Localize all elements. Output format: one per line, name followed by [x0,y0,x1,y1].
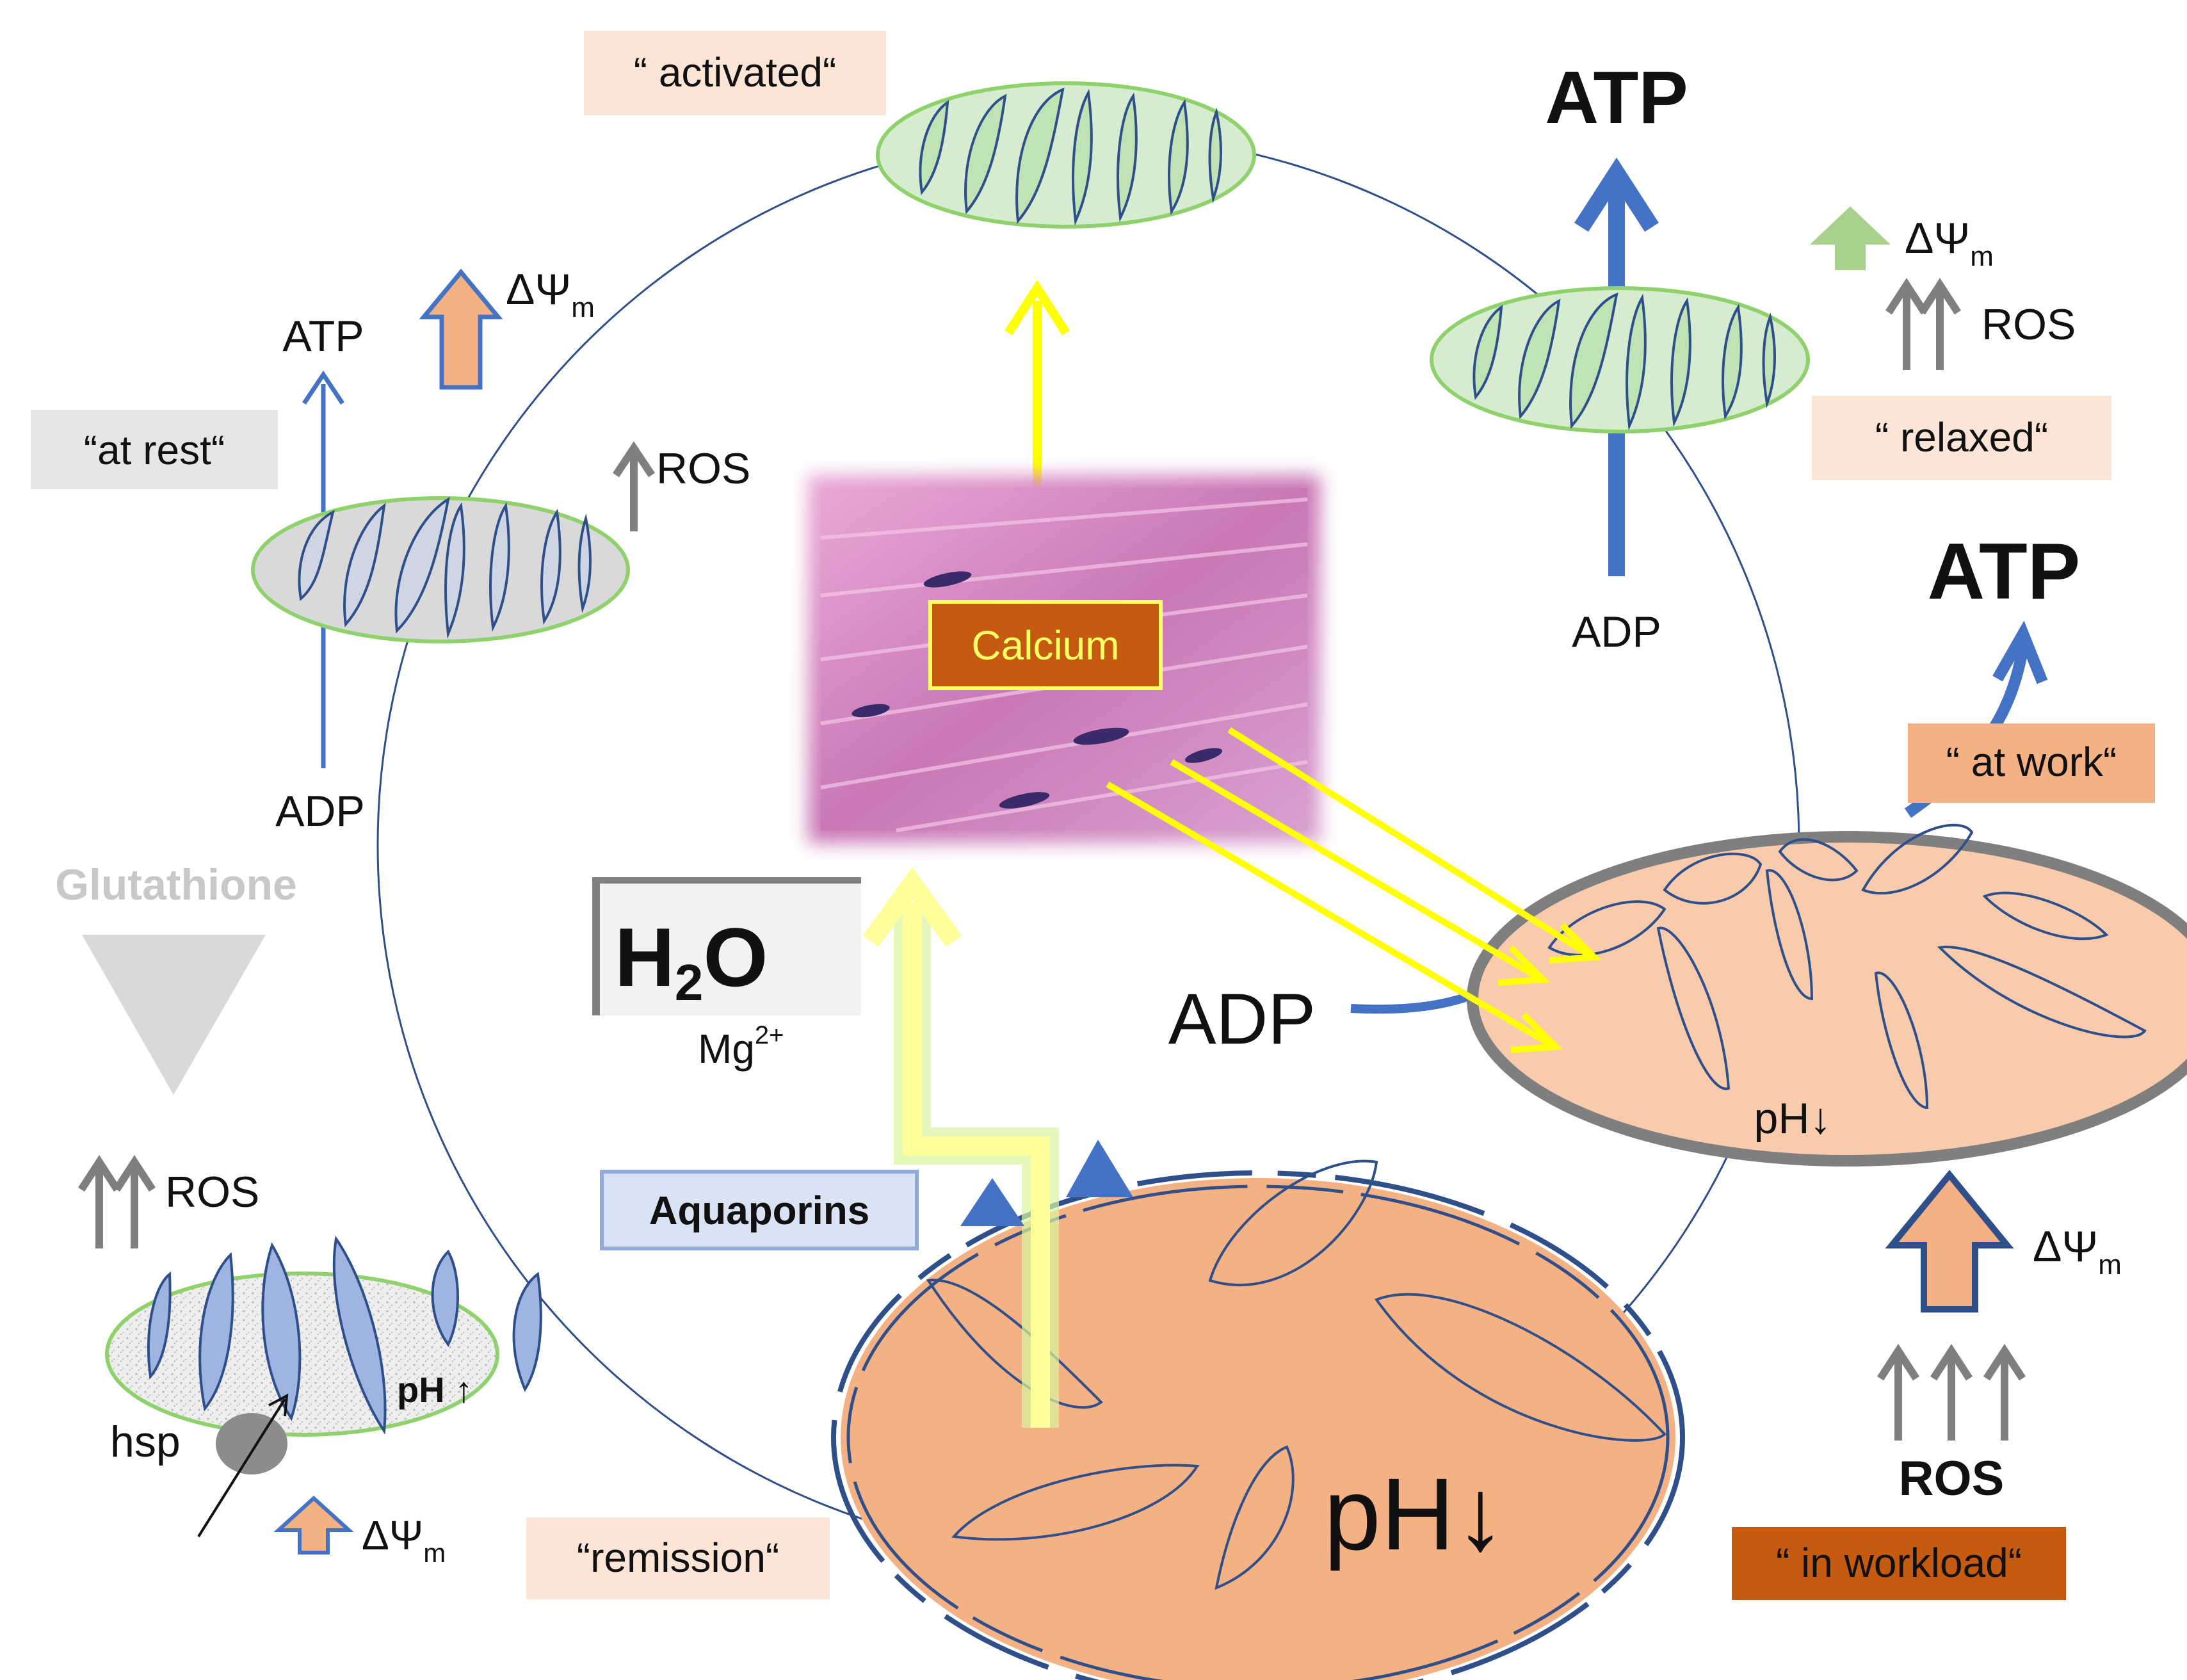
rest-atp-label: ATP [282,312,364,360]
aquaporin-channel-1 [960,1178,1024,1226]
relaxed-adp-label: ADP [1572,608,1661,656]
workload-ros-triple-arrow [1876,1344,2026,1441]
state-at-work-group: ATP “ at work“ ADP pH↓ [1168,528,2187,1167]
in-workload-label: “ in workload“ [1776,1540,2022,1586]
relaxed-atp-arrowhead [1574,158,1659,232]
state-damaged-group: Glutathione ROS pH ↑ hsp ΔΨm [55,860,542,1568]
aquaporin-channel-2 [1066,1140,1133,1197]
activated-label-box [584,31,886,115]
damaged-ph-label: pH ↑ [397,1369,472,1410]
water-flow-arrow [903,903,1050,1428]
state-in-workload-group: ΔΨm ROS “ in workload“ [1732,1170,2122,1600]
damaged-cristae [147,1235,542,1435]
swollen-membrane-inner [846,1184,1670,1680]
damaged-ros-label: ROS [165,1168,259,1216]
mitochondrion-swollen [841,1178,1675,1680]
work-ph-label: pH↓ [1754,1094,1832,1143]
swollen-cristae [926,1159,1666,1590]
workload-delta-psi-label: ΔΨm [2033,1222,2122,1280]
damaged-membrane-potential-arrow [273,1495,354,1555]
mg-label: Mg2+ [698,1021,784,1072]
relaxed-ros-double-arrow [1885,278,1962,370]
rest-membrane-potential-arrow [419,268,503,390]
relaxed-atp-label: ATP [1545,56,1688,139]
h2o-label: H2O [615,910,768,1011]
water-group: H2O Mg2+ Aquaporins [592,867,1133,1428]
calcium-to-activated-arrowhead [1005,280,1070,335]
remission-label: “remission“ [577,1535,779,1581]
at-rest-label-box [31,410,278,489]
remission-label-box [526,1517,830,1599]
at-rest-label: “at rest“ [84,427,225,473]
activated-label: “ activated“ [634,49,837,95]
in-workload-label-box [1732,1527,2066,1600]
workload-membrane-potential-arrow [1885,1170,2014,1312]
work-atp-label: ATP [1928,528,2081,616]
calcium-label-box [928,600,1163,690]
relaxed-ros-label: ROS [1981,300,2076,349]
hsp-label: hsp [110,1418,181,1466]
relaxed-cristae [1473,292,1776,431]
at-work-label: “ at work“ [1946,739,2117,785]
relaxed-label: “ relaxed“ [1875,414,2048,460]
rest-adp-label: ADP [275,787,365,836]
h2o-box [592,877,861,1015]
rest-atp-arrowhead [302,370,344,405]
relaxed-label-box [1812,396,2111,480]
state-activated-group: “ activated“ [584,31,1256,519]
glutathione-decrease-triangle [82,935,266,1095]
state-at-rest-group: “at rest“ ATP ADP ΔΨm ROS [31,265,750,836]
swollen-ph-label: pH↓ [1324,1457,1506,1571]
glutathione-label: Glutathione [55,860,297,909]
relaxed-delta-psi-label: ΔΨm [1905,214,1994,272]
rest-cristae [298,496,592,634]
activated-cristae [919,87,1222,226]
hsp-pointer-arrow [197,1398,286,1538]
swollen-membrane-outer [831,1170,1685,1680]
relaxed-membrane-potential-arrow [1809,206,1891,270]
damaged-delta-psi-label: ΔΨm [362,1512,446,1568]
h2o-box-shadow [592,877,600,1015]
aquaporins-label-box [600,1170,919,1250]
calcium-label: Calcium [971,622,1119,668]
water-flow-arrowhead [862,867,962,947]
rest-delta-psi-label: ΔΨm [506,265,595,323]
at-work-label-box [1908,723,2155,803]
state-relaxed-group: ATP ADP ΔΨm ROS “ relaxed“ [1430,56,2111,656]
rest-ros-label: ROS [656,444,750,493]
rest-ros-arrowhead [613,441,655,478]
workload-ros-label: ROS [1899,1451,2005,1506]
work-adp-label: ADP [1168,979,1316,1059]
hsp-protein [216,1413,287,1474]
damaged-ros-double-arrow [77,1155,156,1248]
work-atp-arrowhead [1992,620,2048,684]
calcium-flux-arrows [1106,727,1602,1053]
aquaporins-label: Aquaporins [649,1189,869,1233]
